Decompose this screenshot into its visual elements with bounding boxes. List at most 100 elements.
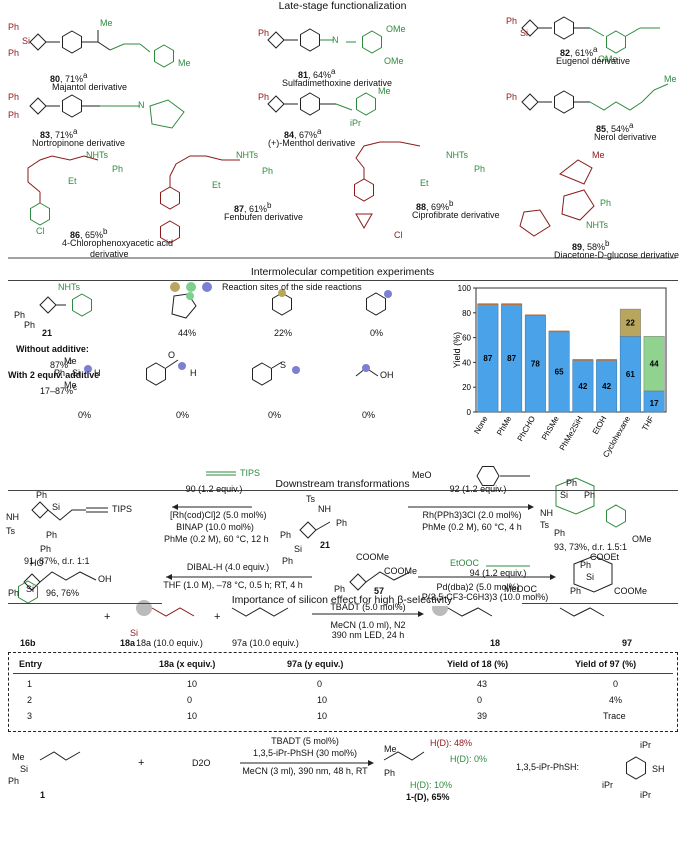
atom-ph: Ph [580, 560, 592, 570]
atom-meooc: MeOOC [504, 584, 538, 594]
bar-value-label: 78 [531, 360, 540, 369]
table-cell: 39 [477, 711, 488, 721]
table-cell: 4% [609, 695, 623, 705]
atom-cooMe: COOMe [614, 586, 648, 596]
atom-ts: Ts [6, 526, 15, 536]
compound-18a-label: 18a [120, 638, 136, 648]
y-tick-label: 20 [462, 383, 471, 392]
table-header: Entry [19, 659, 43, 669]
x-tick-label: PhMe [495, 414, 514, 437]
atom-ipr: iPr [602, 780, 613, 790]
atom-nhts: NHTs [86, 150, 108, 160]
reagent-94-catalyst: Pd(dba)2 (5.0 mol%) [436, 582, 520, 592]
reagent-92-conditions: PhMe (0.2 M), 60 °C, 4 h [422, 522, 522, 532]
atom-ph: Ph [506, 16, 518, 26]
reagent-90-conditions: PhMe (0.2 M), 60 °C, 12 h [164, 534, 269, 544]
atom-ph: Ph [8, 110, 20, 120]
deuteration-catalyst: TBADT (5 mol%) [271, 736, 339, 746]
x-tick-label: PhMe2SiH [558, 414, 585, 452]
atom-ph: Ph [336, 518, 348, 528]
atom-si: Si [560, 490, 569, 500]
compound-97-label: 97 [622, 638, 633, 648]
additive-silane [84, 365, 92, 373]
compound-86-yield: 86, 65%b [70, 227, 108, 240]
atom-ph: Ph [8, 92, 20, 102]
reagent-90-ligand: BINAP (10.0 mol%) [176, 522, 254, 532]
x-tick-label: None [472, 414, 490, 436]
table-header: Yield of 18 (%) [447, 659, 509, 669]
atom-si: Si [72, 368, 81, 378]
section-competition-title: Intermolecular competition experiments [250, 266, 435, 278]
additive-yield: 0% [268, 410, 282, 420]
atom-ph: Ph [24, 320, 36, 330]
compound-18a-amount: 18a (10.0 equiv.) [136, 638, 203, 648]
y-tick-label: 80 [462, 309, 471, 318]
reagent-92 [476, 466, 530, 486]
reagent-dibal: DIBAL-H (4.0 equiv.) [186, 562, 270, 572]
additive-yield: 0% [362, 410, 376, 420]
atom-ph: Ph [384, 768, 396, 778]
structure-85 [521, 83, 669, 114]
legend-dot-purple [202, 282, 212, 292]
compound-80-name: Majantol derivative [52, 82, 128, 92]
atom-etooc: EtOOC [450, 558, 480, 568]
bar-stack-Cyclohexane [619, 308, 641, 337]
atom-ph: Ph [566, 478, 578, 488]
compound-21-label-downstream: 21 [320, 540, 331, 550]
structure-86 [27, 155, 99, 226]
atom-si: Si [26, 584, 35, 594]
additive-ethanol [355, 364, 379, 377]
structure-88 [354, 141, 421, 230]
compound-83-name: Nortropinone derivative [32, 138, 126, 148]
y-tick-label: 0 [467, 408, 472, 417]
atom-ph: Ph [8, 776, 20, 786]
structure-96 [23, 571, 97, 591]
hd-10-label: H(D): 10% [410, 780, 453, 790]
atom-ph: Ph [600, 198, 612, 208]
atom-ph: Ph [8, 48, 20, 58]
hd-0-label: H(D): 0% [450, 754, 488, 764]
with-additive-label: With 2 equiv. additive [8, 370, 100, 380]
product-91-label: 91, 87%, d.r. 1:1 [24, 556, 90, 566]
atom-ipr: iPr [640, 790, 651, 800]
table-header: 97a (y equiv.) [287, 659, 344, 669]
compound-86-name-2: derivative [90, 249, 129, 259]
atom-ipr: iPr [350, 118, 361, 128]
atom-ts: Ts [306, 494, 315, 504]
legend-dot-green [186, 282, 196, 292]
atom-h: H [190, 368, 197, 378]
atom-ph: Ph [282, 556, 294, 566]
atom-si: Si [294, 544, 303, 554]
bar-value-label: 42 [578, 382, 587, 391]
atom-me: Me [384, 744, 397, 754]
additive-yield: 0% [370, 328, 384, 338]
compound-97a-amount: 97a (10.0 equiv.) [232, 638, 299, 648]
additive-thioanisole [252, 361, 300, 386]
structure-21-downstream [299, 521, 331, 539]
x-tick-label: THF [640, 414, 656, 432]
section-late-stage-title: Late-stage functionalization [278, 0, 407, 12]
atom-si: Si [130, 628, 139, 638]
atom-nhts: NHTs [446, 150, 468, 160]
structure-97 [559, 607, 605, 617]
compound-1-label: 1 [40, 790, 46, 800]
atom-oh: OH [380, 370, 394, 380]
compound-88-name: Ciprofibrate derivative [412, 210, 500, 220]
atom-me: Me [12, 752, 25, 762]
reagent-90-amount: 90 (1.2 equiv.) [185, 484, 243, 494]
additive-yield: 0% [78, 410, 92, 420]
atom-ph: Ph [554, 528, 566, 538]
plus-sign: + [104, 611, 111, 623]
atom-ph: Ph [258, 92, 270, 102]
atom-et: Et [212, 180, 221, 190]
compound-80-yield: 80, 71%a [50, 71, 88, 84]
table-cell: 0 [477, 695, 483, 705]
table-header-rule [13, 673, 673, 674]
structure-1 [39, 751, 81, 761]
structure-21-competition [39, 293, 92, 317]
table-cell: 2 [27, 695, 33, 705]
atom-ph: Ph [334, 584, 346, 594]
structure-89 [519, 159, 595, 237]
product-1D-label: 1-(D), 65% [406, 792, 450, 802]
